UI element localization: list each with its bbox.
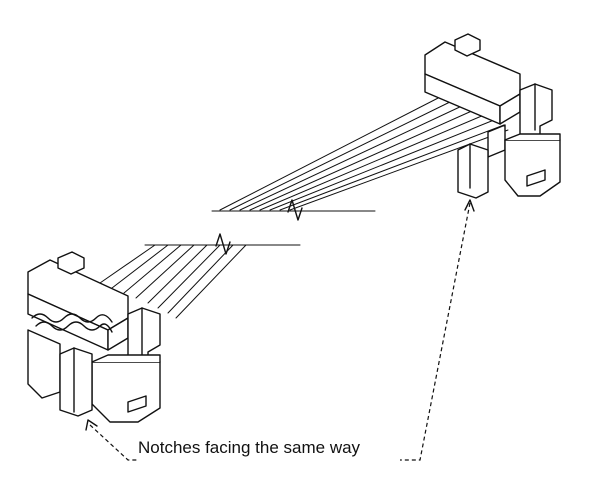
connector-top-right — [424, 33, 561, 199]
caption-notches-same-way: Notches facing the same way — [138, 438, 361, 457]
leader-line-left — [85, 419, 138, 461]
leader-line-right — [400, 199, 475, 461]
cable-break-mark-left — [215, 233, 231, 255]
cable-break-mark-right — [287, 199, 303, 221]
ribbon-cable-left — [99, 244, 301, 319]
ribbon-cable-right — [211, 94, 509, 212]
connector-bottom-left — [27, 251, 161, 423]
